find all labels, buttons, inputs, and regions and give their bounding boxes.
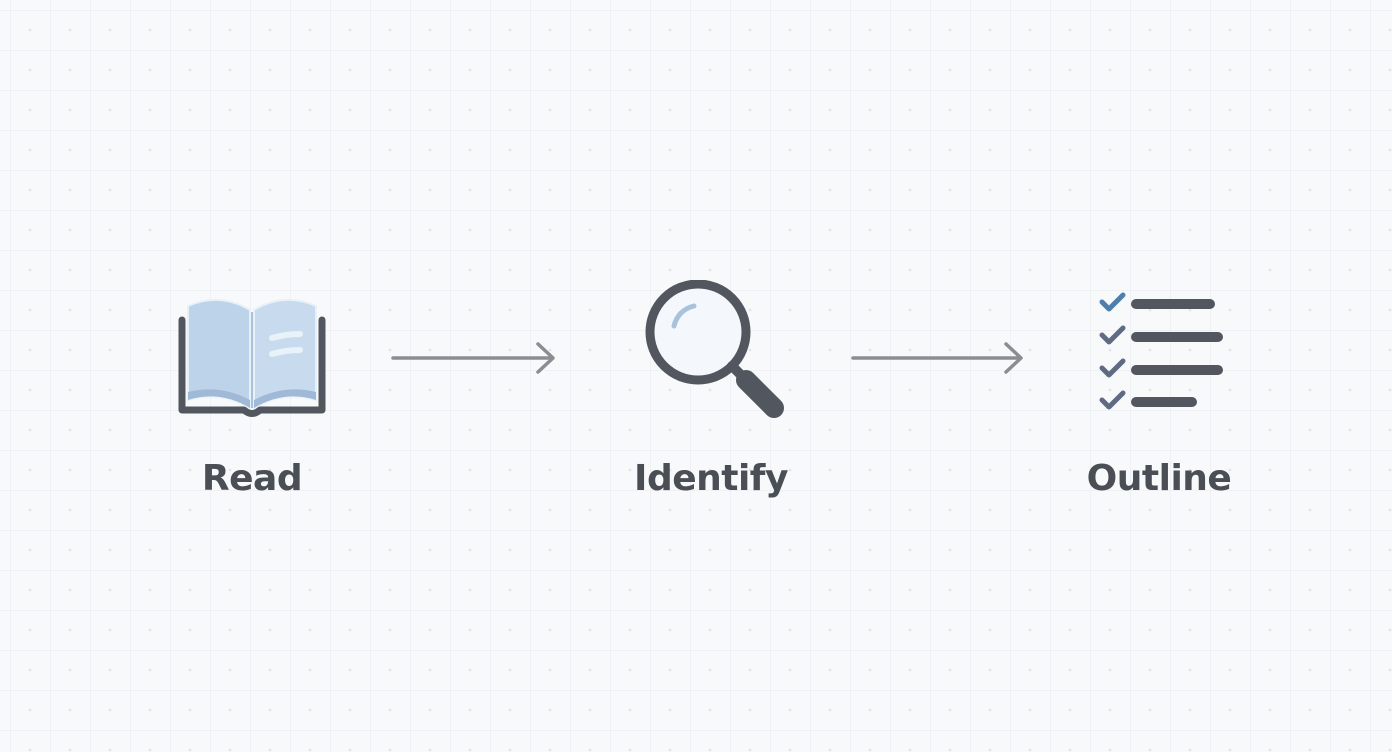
checklist-icon (1094, 280, 1224, 419)
step-outline: Outline (1039, 0, 1279, 752)
flow-arrow-1 (390, 338, 560, 382)
open-book-icon (172, 280, 332, 424)
step-label-outline: Outline (1086, 458, 1232, 499)
step-read: Read (132, 0, 372, 752)
step-label-read: Read (201, 458, 303, 499)
step-label-identify: Identify (634, 458, 788, 499)
step-identify: Identify (591, 0, 831, 752)
flow-arrow-2 (850, 338, 1030, 382)
magnifying-glass-icon (636, 279, 786, 434)
